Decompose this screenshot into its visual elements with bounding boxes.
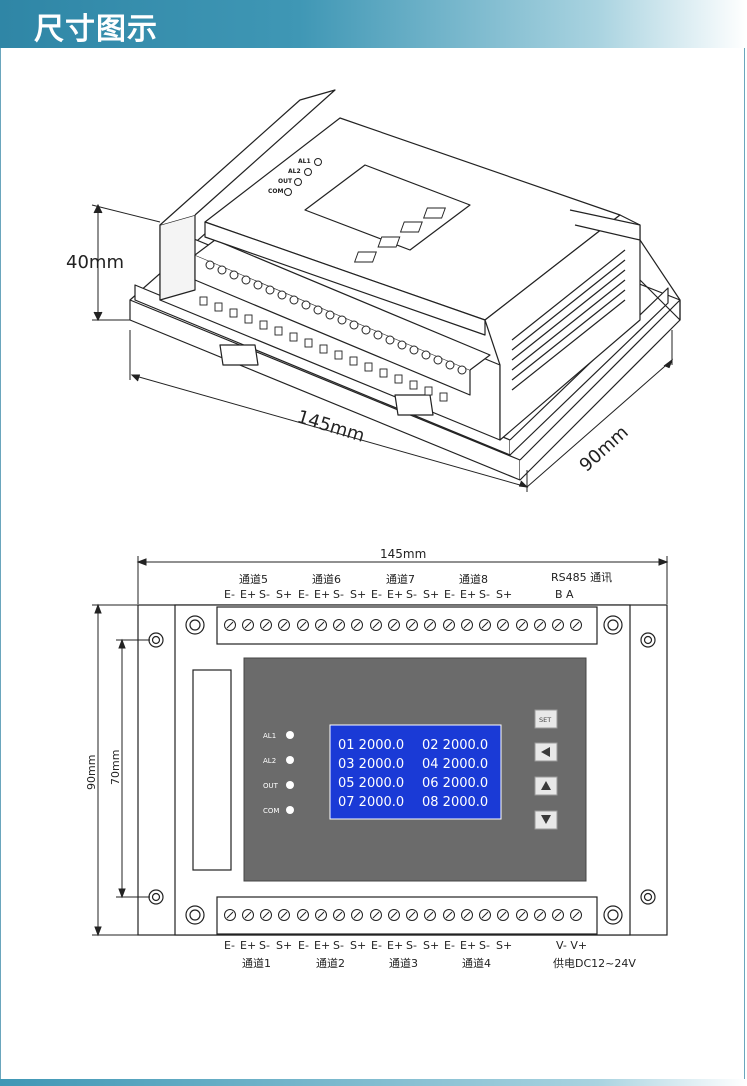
bottom-channel-2: 通道2: [316, 956, 345, 970]
iso-depth-label: 90mm: [576, 422, 633, 476]
svg-text:S+: S+: [496, 939, 512, 952]
left-button[interactable]: [534, 742, 558, 762]
section-title: 尺寸图示: [34, 12, 158, 47]
screen-line-3-right: 06 2000.0: [422, 776, 488, 791]
screen-line-4-right: 08 2000.0: [422, 795, 488, 810]
iso-led-al1: AL1: [298, 158, 311, 165]
svg-text:E-: E-: [371, 939, 382, 952]
svg-text:S-: S-: [479, 588, 490, 601]
svg-text:S+: S+: [276, 588, 292, 601]
section-header: 尺寸图示: [0, 0, 747, 48]
svg-text:E+: E+: [387, 939, 403, 952]
front-inner-height-label: 70mm: [109, 750, 122, 785]
isometric-drawing: AL1 AL2 OUT COM 40mm 145mm 90mm: [66, 89, 681, 492]
iso-terminal-slots: [199, 296, 448, 402]
svg-text:E+: E+: [387, 588, 403, 601]
down-arrow-icon: [541, 815, 551, 824]
front-view-drawing: 145mm: [85, 547, 669, 970]
top-channel-8: 通道8: [459, 572, 488, 586]
lcd-screen: [329, 724, 502, 820]
svg-text:S+: S+: [276, 939, 292, 952]
iso-height-label: 40mm: [66, 252, 124, 273]
led-label-com: COM: [263, 807, 279, 815]
svg-text:S-: S-: [259, 588, 270, 601]
top-terminal-signs: E- E+ S- S+ E- E+ S- S+ E- E+ S- S+ E- E…: [224, 588, 512, 601]
svg-text:S-: S-: [406, 588, 417, 601]
left-arrow-icon: [541, 747, 550, 757]
screen-line-1-right: 02 2000.0: [422, 738, 488, 753]
top-channel-7: 通道7: [386, 572, 415, 586]
svg-text:E+: E+: [240, 939, 256, 952]
svg-text:E-: E-: [224, 588, 235, 601]
svg-text:E+: E+: [240, 588, 256, 601]
svg-text:E-: E-: [444, 939, 455, 952]
power-label: 供电DC12~24V: [553, 956, 636, 970]
bottom-terminal-signs: E- E+ S- S+ E- E+ S- S+ E- E+ S- S+ E- E…: [224, 939, 587, 952]
led-label-al1: AL1: [263, 732, 276, 740]
screen-line-1-left: 01 2000.0: [338, 738, 404, 753]
svg-text:E+: E+: [314, 939, 330, 952]
svg-text:E-: E-: [298, 939, 309, 952]
screen-line-4-left: 07 2000.0: [338, 795, 404, 810]
svg-text:E-: E-: [224, 939, 235, 952]
rs485-pins: B A: [555, 588, 574, 601]
content-frame: [0, 48, 745, 1079]
up-arrow-icon: [541, 781, 551, 790]
svg-text:S+: S+: [350, 939, 366, 952]
top-channel-5: 通道5: [239, 572, 268, 586]
svg-text:S-: S-: [406, 939, 417, 952]
set-button[interactable]: SET: [534, 709, 558, 729]
svg-text:S+: S+: [350, 588, 366, 601]
iso-led-labels: AL1 AL2 OUT COM: [268, 158, 311, 195]
iso-led-com: COM: [268, 188, 284, 195]
footer-bar: [0, 1079, 747, 1086]
led-label-out: OUT: [263, 782, 279, 790]
iso-terminal-screws: [205, 260, 467, 375]
iso-led-al2: AL2: [288, 168, 301, 175]
svg-text:E+: E+: [460, 939, 476, 952]
up-button[interactable]: [534, 776, 558, 796]
down-button[interactable]: [534, 810, 558, 830]
svg-text:S-: S-: [259, 939, 270, 952]
svg-text:S+: S+: [423, 588, 439, 601]
front-width-label: 145mm: [380, 547, 426, 561]
front-outer-height-label: 90mm: [85, 755, 98, 790]
led-al1-indicator: [286, 731, 294, 739]
led-label-al2: AL2: [263, 757, 276, 765]
rs485-label: RS485 通讯: [551, 571, 612, 584]
screen-line-2-right: 04 2000.0: [422, 757, 488, 772]
svg-text:S-: S-: [333, 588, 344, 601]
svg-text:E+: E+: [460, 588, 476, 601]
svg-text:S+: S+: [496, 588, 512, 601]
led-com-indicator: [286, 806, 294, 814]
svg-text:S-: S-: [333, 939, 344, 952]
svg-text:S-: S-: [479, 939, 490, 952]
svg-text:E-: E-: [371, 588, 382, 601]
power-pins: V- V+: [556, 939, 587, 952]
svg-text:E+: E+: [314, 588, 330, 601]
bottom-channel-4: 通道4: [462, 956, 491, 970]
top-channel-6: 通道6: [312, 572, 341, 586]
svg-text:S+: S+: [423, 939, 439, 952]
screen-line-2-left: 03 2000.0: [338, 757, 404, 772]
led-out-indicator: [286, 781, 294, 789]
svg-text:E-: E-: [444, 588, 455, 601]
bottom-channel-1: 通道1: [242, 956, 271, 970]
bottom-channel-3: 通道3: [389, 956, 418, 970]
led-al2-indicator: [286, 756, 294, 764]
set-button-label: SET: [539, 716, 551, 724]
screen-line-3-left: 05 2000.0: [338, 776, 404, 791]
iso-led-out: OUT: [278, 178, 293, 185]
svg-text:E-: E-: [298, 588, 309, 601]
